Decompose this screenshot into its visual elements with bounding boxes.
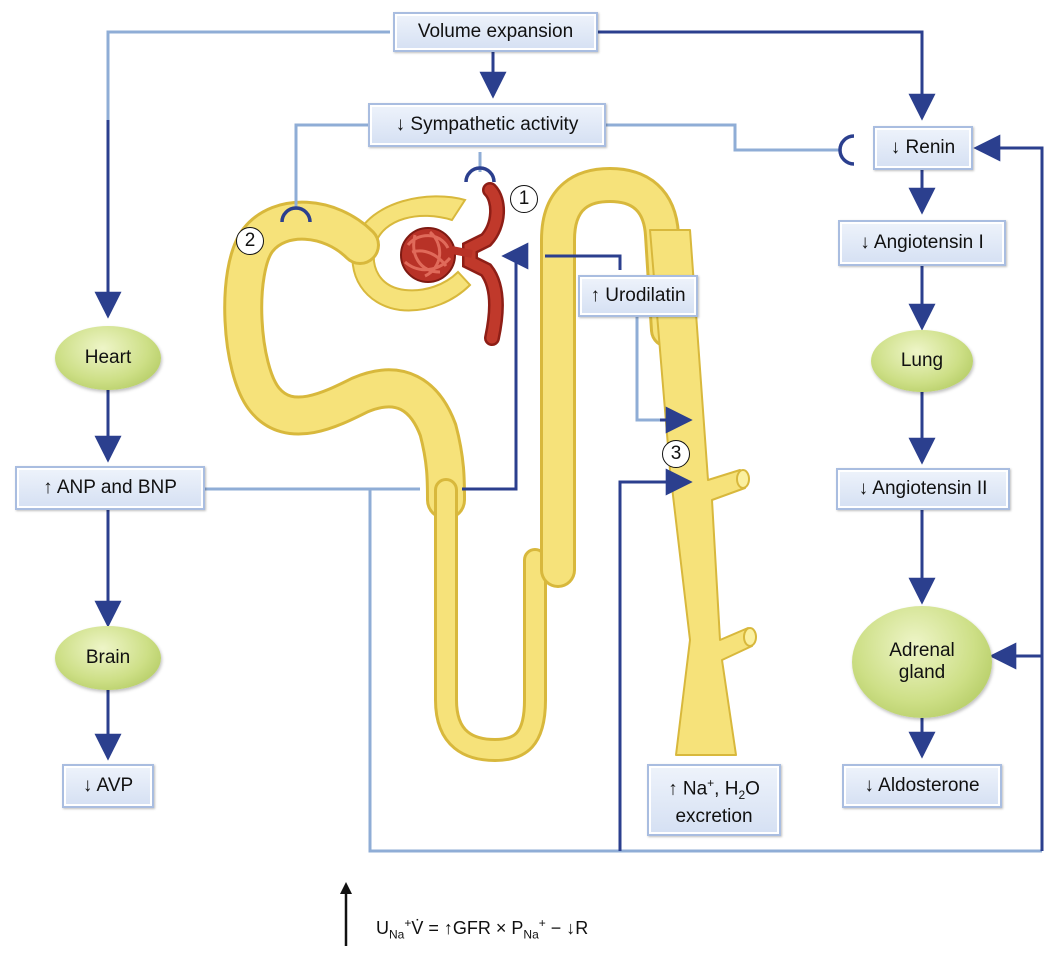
volume-expansion-box: Volume expansion: [393, 12, 598, 52]
up-arrow-icon: [340, 882, 352, 946]
excretion-line-2: excretion: [675, 806, 753, 828]
aldosterone-box: ↓ Aldosterone: [842, 764, 1002, 808]
angiotensin-1-box: ↓ Angiotensin I: [838, 220, 1006, 266]
excretion-box: ↑ Na+, H2O excretion: [647, 764, 781, 836]
lung-oval: Lung: [871, 330, 973, 392]
marker-3: 3: [662, 440, 690, 468]
anp-bnp-box: ↑ ANP and BNP: [15, 466, 205, 510]
volume-to-heart-line: [106, 30, 390, 120]
arrow-volume-to-renin: [598, 30, 936, 121]
equation-text: UNa+V̇ = ↑GFR × PNa+ − ↓R: [376, 916, 589, 942]
sympathetic-left-line: [294, 123, 368, 210]
arrow-to-duct-3: [618, 468, 693, 851]
adrenal-gland-oval: Adrenal gland: [852, 606, 992, 718]
adrenal-label-line-1: Adrenal: [889, 640, 955, 661]
adrenal-label-line-2: gland: [898, 662, 946, 683]
sympathetic-renin-line: [606, 123, 840, 152]
avp-box: ↓ AVP: [62, 764, 154, 808]
excretion-line-1: ↑ Na+, H2O: [668, 775, 760, 803]
inhibition-caps: [280, 134, 855, 223]
renin-box: ↓ Renin: [873, 126, 973, 170]
inhibit-cap-1: [464, 166, 496, 183]
nephron-tubule: [223, 166, 757, 763]
light-connectors: [106, 30, 1042, 853]
angiotensin-2-box: ↓ Angiotensin II: [836, 468, 1010, 510]
marker-1: 1: [510, 185, 538, 213]
inhibit-cap-2: [280, 206, 312, 223]
arrow-to-urodilatin: [545, 254, 622, 270]
sympathetic-activity-box: ↓ Sympathetic activity: [368, 103, 606, 147]
dark-arrows: [94, 30, 1044, 851]
heart-oval: Heart: [55, 326, 161, 390]
loop-of-henle: [434, 478, 547, 763]
marker-2: 2: [236, 227, 264, 255]
anp-down-line: [368, 489, 1042, 853]
glomerulus: [400, 182, 505, 346]
urodilatin-line: [635, 315, 660, 422]
feedback-to-renin: [973, 134, 1044, 851]
inhibit-cap-renin: [838, 134, 855, 166]
arrow-anp-to-glomerulus: [462, 242, 529, 491]
urodilatin-box: ↑ Urodilatin: [578, 275, 698, 317]
brain-oval: Brain: [55, 626, 161, 690]
